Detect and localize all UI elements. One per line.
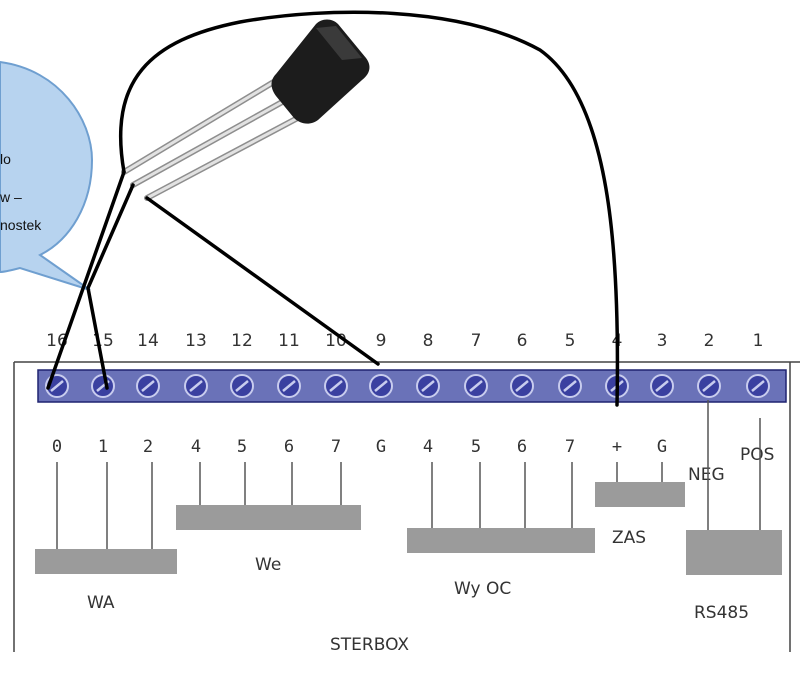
- bubble-line-1: lo: [0, 151, 11, 167]
- screw-slot: [469, 380, 483, 392]
- terminal-label-15: 1: [98, 437, 108, 457]
- terminal-number-12: 12: [231, 331, 253, 351]
- terminal-label-11: 6: [284, 437, 294, 457]
- terminal-label-8: 4: [423, 437, 433, 457]
- group-label-rs485: RS485: [694, 603, 749, 623]
- connection-wires: [46, 10, 620, 407]
- wire-right-leg-to-pin-9: [145, 196, 380, 366]
- terminal-number-14: 14: [137, 331, 159, 351]
- group-bar-wy-oc: [407, 528, 595, 553]
- bubble-line-3: nostek: [0, 217, 42, 233]
- group-label-wa: WA: [87, 593, 115, 613]
- group-bar-zas: [595, 482, 685, 507]
- terminal-label-12: 5: [237, 437, 247, 457]
- device-label: STERBOX: [330, 635, 409, 655]
- group-bar-rs485: [686, 530, 782, 575]
- terminal-leads: [56, 400, 761, 549]
- terminal-label-10: 7: [331, 437, 341, 457]
- terminal-number-5: 5: [565, 331, 576, 351]
- transistor-highlight: [316, 26, 362, 60]
- terminal-label-6: 6: [517, 437, 527, 457]
- terminal-label-2: NEG: [688, 465, 725, 485]
- terminal-number-1: 1: [753, 331, 764, 351]
- group-label-zas: ZAS: [612, 528, 646, 548]
- screw-slot: [421, 380, 435, 392]
- sterbox-device: [13, 361, 800, 652]
- terminal-number-11: 11: [278, 331, 300, 351]
- speech-bubble-shape: [0, 60, 94, 291]
- terminal-number-2: 2: [704, 331, 715, 351]
- terminal-label-13: 4: [191, 437, 201, 457]
- speech-bubble: lo w – nostek: [0, 60, 94, 291]
- terminal-label-4: +: [612, 437, 622, 457]
- bubble-line-2: w –: [0, 189, 22, 205]
- terminal-label-5: 7: [565, 437, 575, 457]
- terminal-label-3: G: [657, 437, 667, 457]
- transistor-body: [271, 19, 370, 124]
- screw-slot: [515, 380, 529, 392]
- wire-left-leg-to-pin-16: [46, 170, 126, 390]
- screw-slot: [235, 380, 249, 392]
- screw-slot: [702, 380, 716, 392]
- transistor: [121, 19, 370, 201]
- wire-arc-to-pin-4: [118, 10, 620, 407]
- group-bar-wa: [35, 549, 177, 574]
- transistor-legs: [121, 77, 312, 201]
- screw-slot: [655, 380, 669, 392]
- terminal-number-8: 8: [423, 331, 434, 351]
- terminal-label-7: 5: [471, 437, 481, 457]
- device-outline: [13, 361, 800, 652]
- screw-slot: [189, 380, 203, 392]
- terminal-number-7: 7: [471, 331, 482, 351]
- terminal-number-9: 9: [376, 331, 387, 351]
- terminal-number-13: 13: [185, 331, 207, 351]
- terminal-number-3: 3: [657, 331, 668, 351]
- group-label-we: We: [255, 555, 281, 575]
- group-bar-we: [176, 505, 361, 530]
- terminal-label-9: G: [376, 437, 386, 457]
- terminal-number-6: 6: [517, 331, 528, 351]
- screw-slot: [282, 380, 296, 392]
- terminal-screws: [45, 374, 770, 398]
- terminal-label-1: POS: [740, 445, 774, 465]
- wire-left-leg-to-pin-15: [86, 183, 135, 390]
- terminal-label-14: 2: [143, 437, 153, 457]
- screw-slot: [374, 380, 388, 392]
- screw-slot: [141, 380, 155, 392]
- terminal-label-16: 0: [52, 437, 62, 457]
- screw-slot: [329, 380, 343, 392]
- screw-slot: [563, 380, 577, 392]
- screw-slot: [50, 380, 64, 392]
- terminal-labels: 0 1 2 4 5 6 7 G 4 5 6 7 + G NEG POS: [52, 437, 775, 485]
- screw-slot: [751, 380, 765, 392]
- group-label-wy-oc: Wy OC: [454, 579, 511, 599]
